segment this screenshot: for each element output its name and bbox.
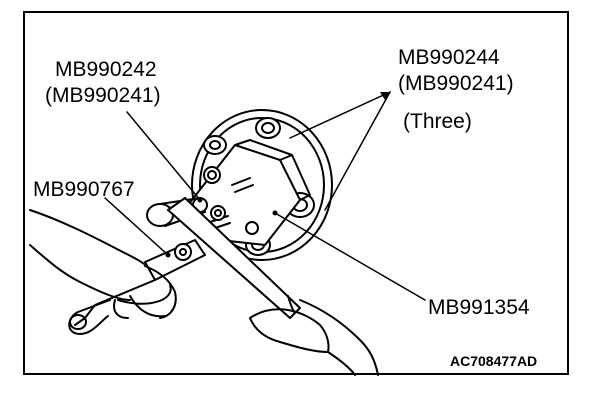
wheel-studs xyxy=(203,117,315,256)
tool-label-mb990241-b: (MB990241) xyxy=(398,72,514,95)
tool-label-mb990242: MB990242 xyxy=(55,58,157,81)
tool-plate xyxy=(187,139,311,246)
wrench-holder xyxy=(167,197,301,319)
tool-label-mb991354: MB991354 xyxy=(428,296,530,319)
tool-label-mb990244: MB990244 xyxy=(398,46,500,69)
tool-label-mb990767: MB990767 xyxy=(33,178,135,201)
right-hand xyxy=(249,295,379,376)
leader-lines xyxy=(104,91,426,301)
tool-label-three: (Three) xyxy=(403,110,472,133)
left-hand xyxy=(29,209,177,319)
tool-label-mb990241-a: (MB990241) xyxy=(45,84,161,107)
socket-wrench xyxy=(68,239,206,335)
figure-code: AC708477AD xyxy=(450,353,538,369)
leader-arrowheads xyxy=(165,92,390,258)
